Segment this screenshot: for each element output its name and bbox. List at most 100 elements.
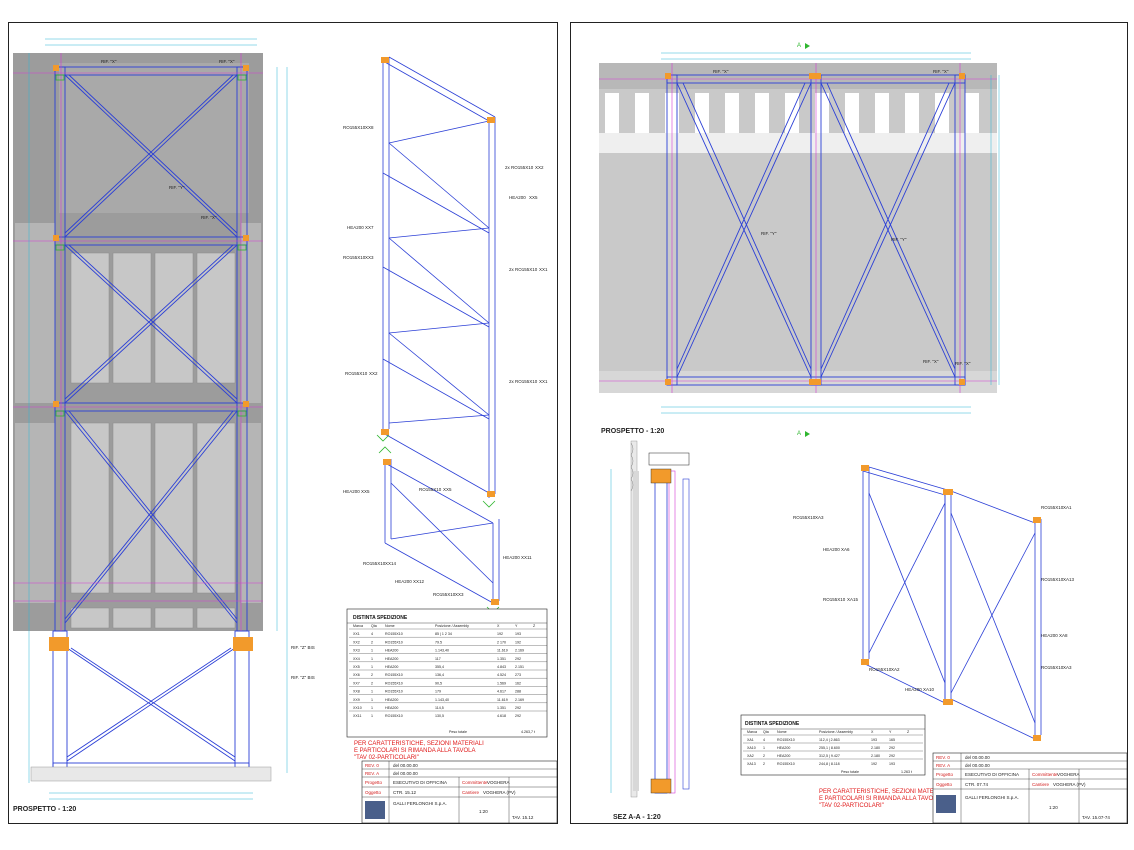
rev-0-label-right: REV. 0	[936, 755, 950, 760]
facade-texture	[15, 63, 261, 603]
left-table-cell: 2.169	[515, 698, 524, 702]
left-table-cell: 1	[371, 714, 373, 718]
right-table-cell: 2.180	[871, 754, 880, 758]
left-table-cell: RO155X10	[385, 690, 403, 694]
iso-tag-13: XX3	[455, 592, 464, 597]
section-arrow-top	[805, 43, 810, 49]
company-logo-right	[936, 795, 956, 813]
right-table-cell: 2	[763, 754, 765, 758]
rev-a-label: REV. A	[365, 771, 379, 776]
right-table-header-1: Qta	[763, 730, 769, 734]
iso-tag-0: XX8	[365, 125, 374, 130]
right-table-header-3: Posizione / Assembly	[819, 730, 853, 734]
left-table-cell: 11.619	[497, 698, 508, 702]
left-table-cell: 273	[515, 673, 521, 677]
iso-tag-1: XX2	[535, 165, 544, 170]
iso-tag-9: XX5	[443, 487, 452, 492]
iso-tag-8: XX5	[361, 489, 370, 494]
right-table-header-4: X	[871, 730, 874, 734]
iso-label-13: RO155X10	[433, 592, 456, 597]
left-table-cell: XX10	[353, 706, 362, 710]
left-table-cell: 4.618	[497, 714, 506, 718]
iso-r-tag-5: XA1	[1063, 505, 1072, 510]
company-logo	[365, 801, 385, 819]
iso-r-label-5: RO155X10	[1041, 505, 1064, 510]
right-table-header-5: Y	[889, 730, 892, 734]
right-table-cell: 2.180	[871, 746, 880, 750]
left-table-cell: RO155X10	[385, 632, 403, 636]
rev-0-date-right: del 00.00.00	[965, 755, 990, 760]
left-table-cell: 1.569	[497, 681, 506, 685]
iso-r-tag-3: XA2	[891, 667, 900, 672]
iso-label-0: RO155X10	[343, 125, 366, 130]
rev-a-date: del 00.00.00	[393, 771, 418, 776]
iso-r-label-0: RO155X10	[793, 515, 816, 520]
left-table-cell: 1.143,40	[435, 649, 449, 653]
iso-r-label-3: RO155X10	[869, 667, 892, 672]
iso-label-9: RO155X10	[419, 487, 442, 492]
right-table-cell: 193	[889, 762, 895, 766]
iso-connection-nodes	[381, 57, 499, 605]
progetto-value: ESECUTIVO DI OFFICINA	[393, 780, 447, 785]
iso-r-tag-4: XA10	[923, 687, 935, 692]
left-table-cell: RO155X10	[385, 673, 403, 677]
right-table-cell: 193	[871, 738, 877, 742]
cantiere-label-right: Cantiere	[1032, 782, 1050, 787]
left-table-cell: 1	[371, 706, 373, 710]
left-table-cell: 1	[371, 690, 373, 694]
elevation-label-r-4: RIF. "X"	[923, 359, 939, 364]
left-table-header-6: Z	[533, 624, 536, 628]
isometric-truss-upper	[382, 56, 496, 498]
left-table-cell: 11.619	[497, 649, 508, 653]
right-table-header-0: Marca	[747, 730, 757, 734]
elevation-label-rif-y: RIF. "Y"	[169, 185, 185, 190]
elevation-label-r-3: RIF. "Y"	[891, 237, 907, 242]
note-line-2: E PARTICOLARI SI RIMANDA ALLA TAVOLA	[354, 748, 476, 754]
iso-tag-6: XX2	[369, 371, 378, 376]
dimension-lines-left	[28, 38, 288, 800]
right-drawing-canvas: A	[599, 43, 1127, 823]
left-table-cell: 1.351	[497, 706, 506, 710]
iso-label-1: 2x RO155X10	[505, 165, 534, 170]
section-marker-top: A	[797, 43, 801, 49]
iso-label-5: 2x RO155X10	[509, 267, 538, 272]
company-name: GALLI FERLONGHI S.p.A.	[393, 801, 447, 806]
left-table-cell: XX4	[353, 657, 360, 661]
magenta-reference-lines	[13, 53, 263, 631]
section-title: SEZ A-A - 1:20	[613, 814, 661, 821]
left-table-cell: XX11	[353, 714, 362, 718]
iso-r-label-1: HEA200	[823, 547, 840, 552]
elevation-label-rif-x-3: RIF. "X"	[201, 215, 217, 220]
isometric-frame-right	[862, 466, 1042, 740]
left-table-cell: 4.617	[497, 690, 506, 694]
iso-tag-5: XX1	[539, 267, 548, 272]
right-table-cell: 292	[889, 746, 895, 750]
right-table-cell: 2	[763, 762, 765, 766]
scala-value: 1:20	[479, 809, 488, 814]
left-table-header-1: Qta	[371, 624, 377, 628]
right-table-cell: 165	[889, 738, 895, 742]
left-table-cell: XX6	[353, 673, 360, 677]
view-title-right: PROSPETTO - 1:20	[601, 428, 664, 435]
table-total-value: 4.263,7 t	[521, 730, 535, 734]
rev-a-date-right: del 00.00.00	[965, 763, 990, 768]
left-table-cell: 1.143,40	[435, 698, 449, 702]
left-table-cell: 193	[515, 632, 521, 636]
left-table-header-5: Y	[515, 624, 518, 628]
rev-0-label: REV. 0	[365, 763, 379, 768]
right-table-cell: XA10	[747, 746, 756, 750]
title-block-left: REV. 0 REV. A del 00.00.00 del 00.00.00 …	[361, 760, 557, 823]
right-table-cell: XA1	[747, 738, 754, 742]
left-table-cell: 4	[371, 632, 373, 636]
left-table-cell: XX9	[353, 698, 360, 702]
left-table-cell: 2	[371, 681, 373, 685]
right-table-cell: 312,5 | 9.427	[819, 754, 840, 758]
isometric-truss-lower	[384, 459, 500, 605]
left-table-cell: 90,5	[435, 681, 442, 685]
table-title: DISTINTA SPEDIZIONE	[353, 615, 408, 621]
elevation-label-r-2: RIF. "Y"	[761, 231, 777, 236]
left-table-cell: 192	[515, 640, 521, 644]
left-table-cell: XX5	[353, 665, 360, 669]
